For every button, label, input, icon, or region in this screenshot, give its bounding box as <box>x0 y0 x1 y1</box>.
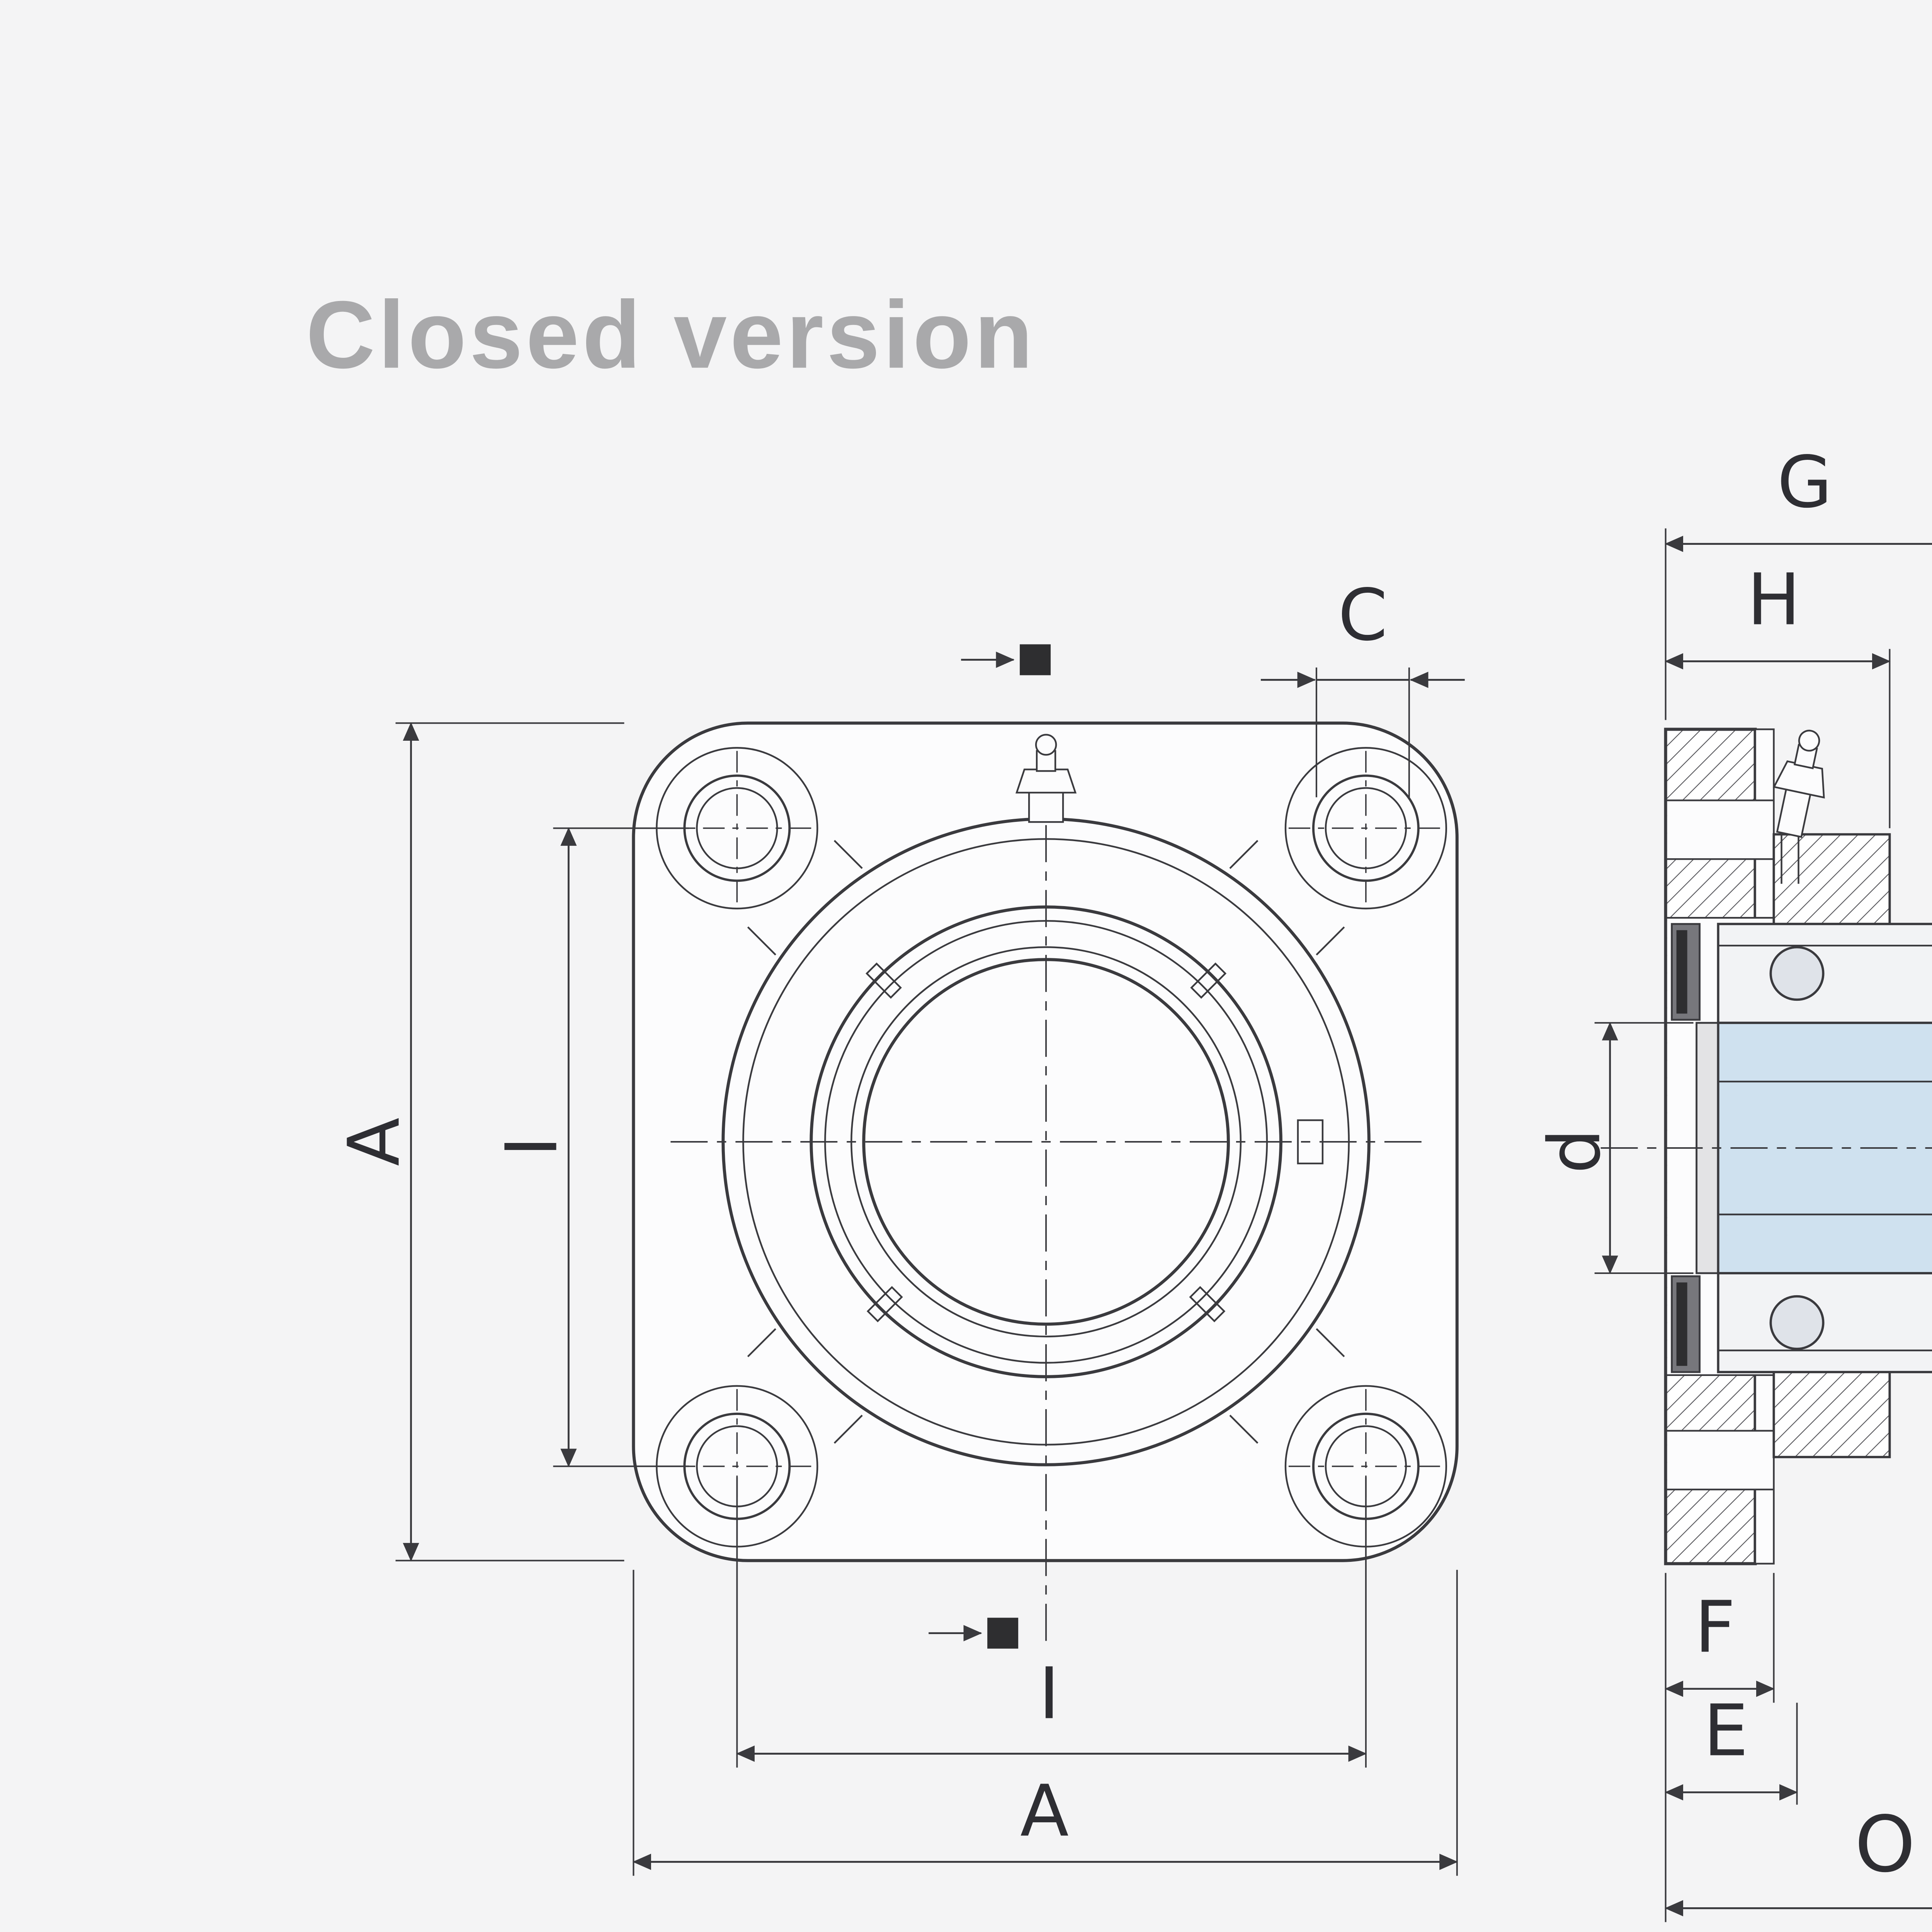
dim-label-h: H <box>1747 558 1800 641</box>
dim-label-d: d <box>1534 1129 1616 1174</box>
grease-fitting-front <box>1015 734 1077 823</box>
bearing-outer-rings <box>1717 923 1932 1373</box>
dim-g: G <box>1665 441 1932 720</box>
dim-h: H <box>1665 558 1891 828</box>
dim-i-bottom: I <box>736 1477 1367 1768</box>
front-centerlines <box>670 760 1422 1650</box>
datum-marker-bottom <box>929 1617 1019 1649</box>
bearing-balls <box>1769 946 1825 1350</box>
datum-marker-top <box>961 644 1051 675</box>
dim-a-bottom: A <box>633 1570 1458 1876</box>
page-title: Closed version <box>306 281 1036 388</box>
dim-label-g: G <box>1777 441 1832 524</box>
flange-bolt-hole-section <box>1665 799 1774 1490</box>
dim-label-o: O <box>1855 1799 1915 1889</box>
locking-notches <box>866 962 1227 1323</box>
dim-o: O <box>1665 1573 1932 1922</box>
dim-f: F <box>1665 1573 1775 1703</box>
dim-label-i-left: I <box>491 1136 573 1157</box>
grease-fitting-side <box>1772 730 1825 838</box>
dim-label-i-bottom: I <box>1039 1653 1060 1735</box>
dim-c-top: C <box>1260 574 1465 798</box>
front-view: A I C I A <box>333 574 1465 1876</box>
seals <box>1671 923 1701 1373</box>
dim-e: E <box>1665 1690 1798 1805</box>
bolt-holes <box>660 751 1443 1544</box>
dim-a-left: A <box>333 722 624 1562</box>
dim-label-a-left: A <box>333 1117 416 1166</box>
side-view: G H d F E <box>1534 441 1932 1922</box>
dim-label-c-top: C <box>1338 574 1388 656</box>
housing-boss-top <box>1772 833 1891 925</box>
dim-label-a-bottom: A <box>1020 1770 1069 1852</box>
flange-ribs <box>747 840 1345 1444</box>
dim-d: d <box>1534 1022 1694 1274</box>
dim-label-e: E <box>1703 1690 1748 1772</box>
dim-label-f: F <box>1695 1586 1736 1669</box>
housing-boss-bottom <box>1772 1367 1891 1458</box>
dim-i-left: I <box>491 827 689 1468</box>
grease-passage <box>1781 834 1799 884</box>
